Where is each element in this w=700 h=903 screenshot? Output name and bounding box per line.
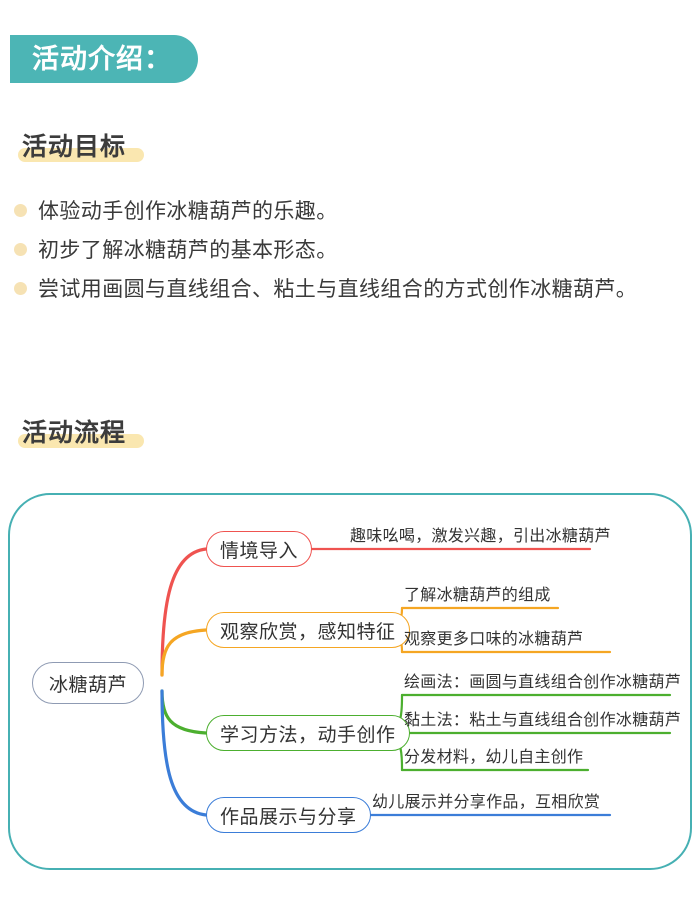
mindmap-leaf-1-0: 了解冰糖葫芦的组成: [404, 587, 551, 604]
list-item: 尝试用画圆与直线组合、粘土与直线组合的方式创作冰糖葫芦。: [14, 274, 686, 305]
section-heading-goal: 活动目标: [18, 133, 145, 162]
goal-item-text: 尝试用画圆与直线组合、粘土与直线组合的方式创作冰糖葫芦。: [38, 278, 638, 302]
mindmap-container: 冰糖葫芦 情境导入 观察欣赏，感知特征 学习方法，动手创作 作品展示与分享 趣味…: [8, 493, 692, 870]
heading-highlight-bar: [18, 433, 145, 448]
goal-list: 体验动手创作冰糖葫芦的乐趣。 初步了解冰糖葫芦的基本形态。 尝试用画圆与直线组合…: [14, 196, 686, 313]
mindmap-branch-node-0[interactable]: 情境导入: [206, 531, 313, 567]
mindmap-root-label: 冰糖葫芦: [49, 674, 128, 696]
section-heading-flow-label: 活动流程: [22, 419, 127, 447]
header-banner: 活动介绍：: [10, 35, 198, 83]
mindmap-branch-node-3[interactable]: 作品展示与分享: [206, 797, 371, 833]
mindmap-leaf-2-0: 绘画法：画圆与直线组合创作冰糖葫芦: [404, 674, 682, 691]
mindmap-branch-node-2[interactable]: 学习方法，动手创作: [206, 715, 410, 751]
list-item: 体验动手创作冰糖葫芦的乐趣。: [14, 196, 686, 227]
section-heading-flow: 活动流程: [18, 419, 145, 448]
mindmap-leaf-2-2: 分发材料，幼儿自主创作: [404, 749, 584, 766]
mindmap-branch-node-1[interactable]: 观察欣赏，感知特征: [206, 612, 410, 648]
mindmap-branch-label-0: 情境导入: [220, 540, 299, 562]
connector-branch-3: [160, 689, 208, 817]
mindmap-leaf-0-0: 趣味吆喝，激发兴趣，引出冰糖葫芦: [350, 528, 611, 545]
mindmap-branch-label-1: 观察欣赏，感知特征: [220, 621, 396, 643]
page-title: 活动介绍：: [32, 43, 172, 74]
bullet-dot-icon: [14, 204, 27, 217]
list-item: 初步了解冰糖葫芦的基本形态。: [14, 235, 686, 266]
connector-branch-2: [160, 689, 208, 735]
mindmap-leaf-1-1: 观察更多口味的冰糖葫芦: [404, 631, 584, 648]
mindmap-branch-label-3: 作品展示与分享: [220, 806, 357, 828]
mindmap-leaf-3-0: 幼儿展示并分享作品，互相欣赏: [372, 794, 601, 811]
section-heading-goal-label: 活动目标: [22, 133, 127, 161]
mindmap-leaf-2-1: 黏土法：粘土与直线组合创作冰糖葫芦: [404, 712, 682, 729]
connector-branch-0: [160, 547, 208, 677]
mindmap-root-node[interactable]: 冰糖葫芦: [32, 662, 145, 704]
connector-branch-1: [160, 628, 208, 677]
mindmap-branch-label-2: 学习方法，动手创作: [220, 724, 396, 746]
heading-highlight-bar: [18, 147, 145, 162]
goal-item-text: 初步了解冰糖葫芦的基本形态。: [38, 239, 338, 263]
goal-item-text: 体验动手创作冰糖葫芦的乐趣。: [38, 200, 338, 223]
bullet-dot-icon: [14, 282, 27, 296]
bullet-dot-icon: [14, 243, 27, 257]
